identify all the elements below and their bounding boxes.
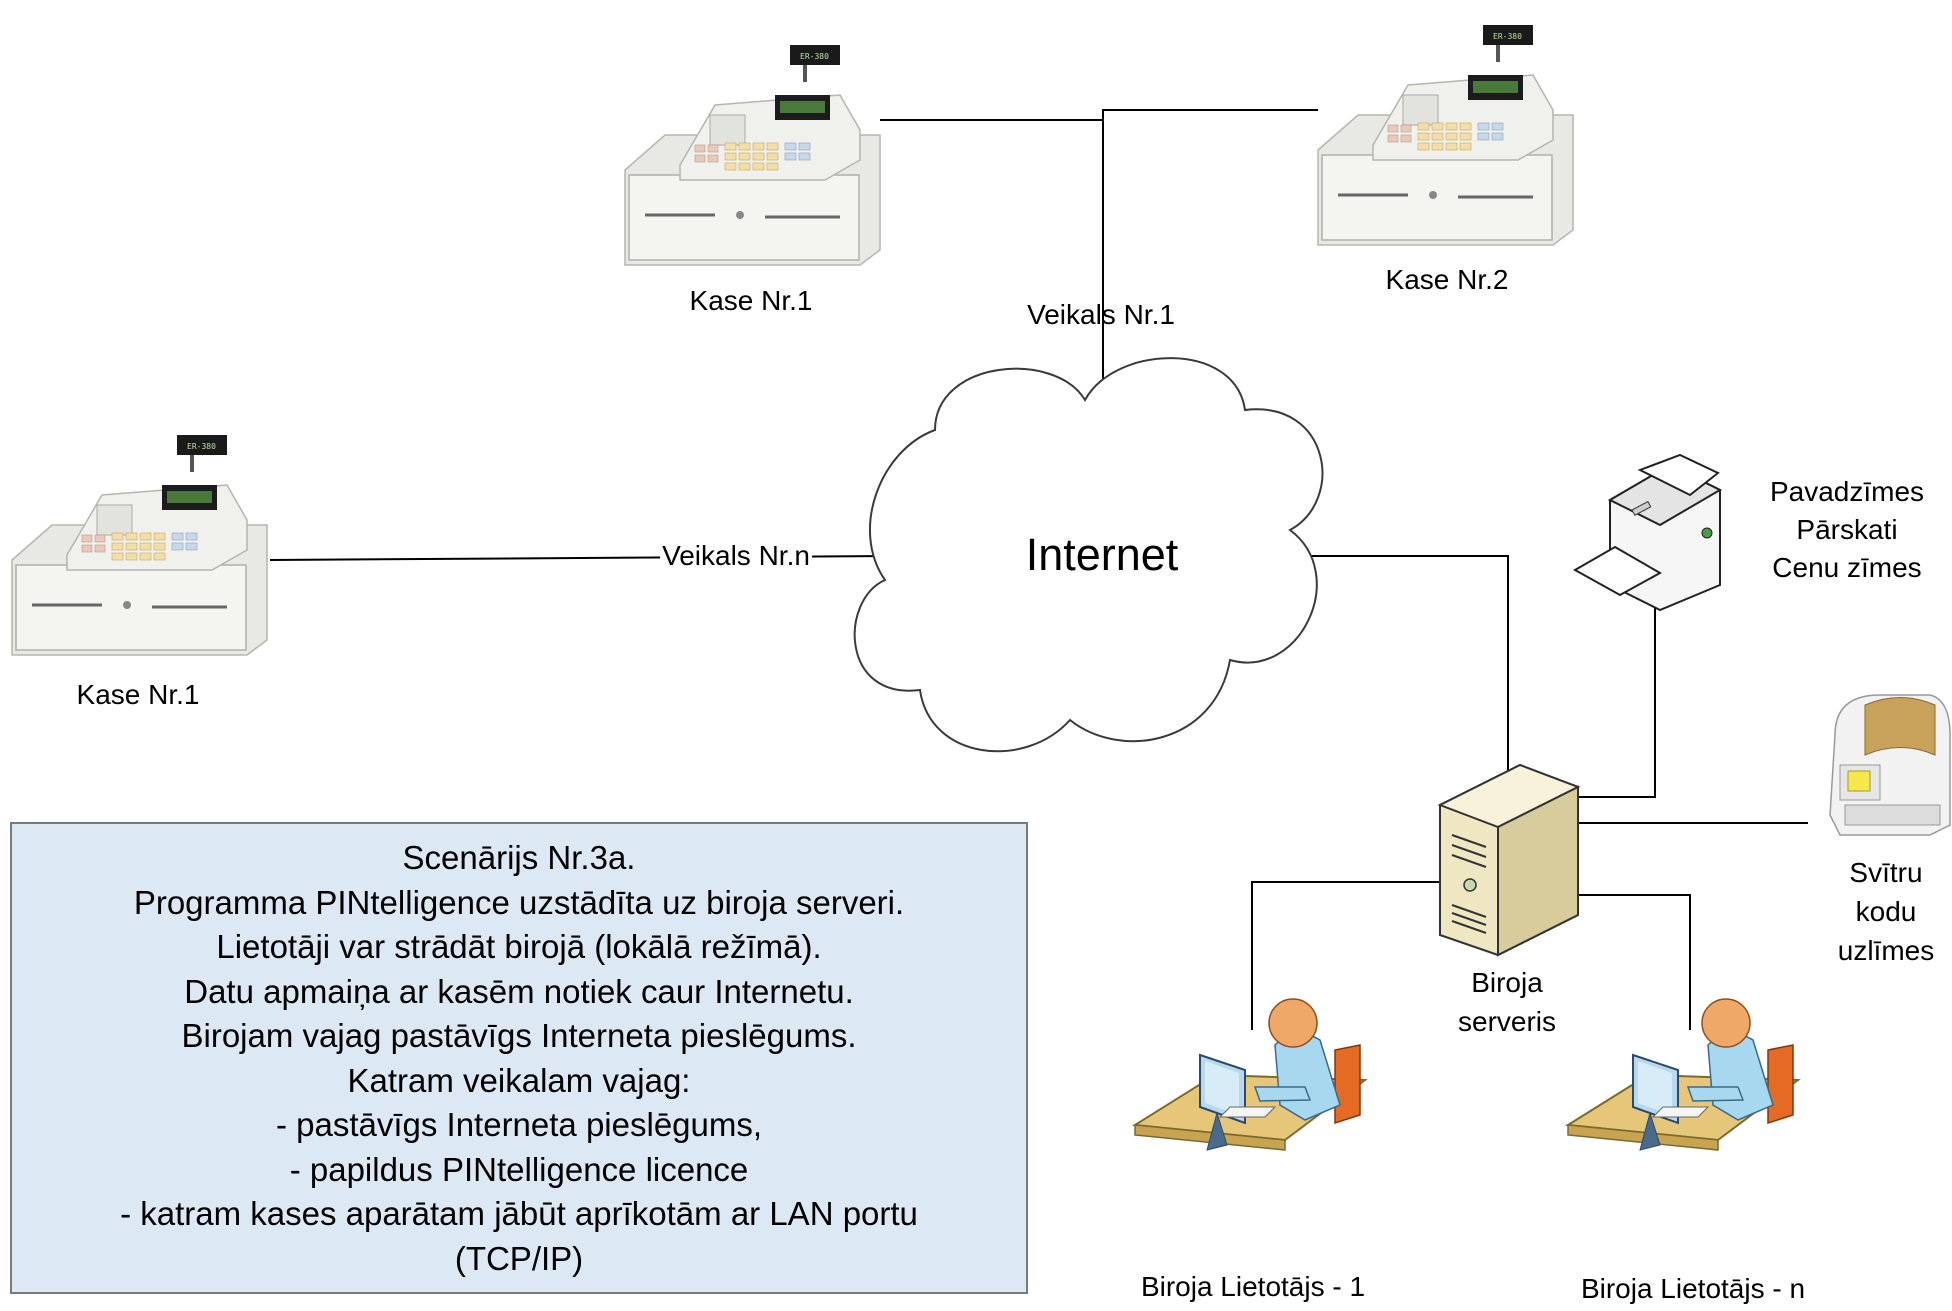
label-register-top-left: Kase Nr.1 [689,285,813,316]
scenario-line: Katram veikalam vajag: [347,1061,691,1099]
label-store-1: Veikals Nr.1 [1027,299,1175,330]
scenario-line: Lietotāji var strādāt birojā (lokālā rež… [216,928,822,965]
scenario-line: Birojam vajag pastāvīgs Interneta pieslē… [181,1017,857,1054]
printer-icon [1572,453,1723,612]
label-office-server: Biroja serveris [1458,963,1556,1041]
printer-output-line: Pavadzīmes [1769,476,1925,507]
cash-register-icon [623,43,882,267]
server-icon [1437,763,1581,957]
scenario-title: Scenārijs Nr.3a. [402,839,636,876]
scenario-line: - katram kases aparātam jābūt aprīkotām … [120,1195,918,1232]
server-line: serveris [1457,1006,1557,1037]
link-register1-register2 [880,109,1318,121]
barcode-line: kodu [1855,896,1917,927]
label-barcode-stickers: Svītru kodu uzlīmes [1838,853,1934,970]
office-user-icon [1134,998,1366,1151]
printer-output-line: Cenu zīmes [1772,552,1922,583]
internet-cloud [853,357,1324,753]
office-user-icon [1567,998,1799,1151]
barcode-line: uzlīmes [1837,935,1935,966]
scenario-line: - pastāvīgs Interneta pieslēgums, [275,1106,763,1143]
scenario-line: - papildus PINtelligence licence [289,1150,749,1188]
label-office-user-n: Biroja Lietotājs - n [1580,1273,1806,1304]
label-register-left: Kase Nr.1 [76,679,200,710]
label-printer-icon [1829,694,1951,836]
label-printer-outputs: Pavadzīmes Pārskati Cenu zīmes [1770,473,1924,587]
label-register-top-right: Kase Nr.2 [1385,264,1509,295]
connection-lines [269,109,1808,1030]
server-line: Biroja [1471,967,1543,998]
link-server-printer [1578,597,1656,798]
scenario-line: (TCP/IP) [454,1239,584,1277]
barcode-line: Svītru [1849,857,1923,888]
label-internet: Internet [1025,529,1179,580]
printer-output-line: Pārskati [1796,514,1898,545]
link-server-usern [1578,894,1691,1030]
label-office-user-1: Biroja Lietotājs - 1 [1140,1271,1366,1302]
scenario-line: Datu apmaiņa ar kasēm notiek caur Intern… [184,972,854,1010]
cash-register-icon [10,433,269,657]
link-internet-server [1300,555,1509,772]
cash-register-icon [1316,23,1575,247]
scenario-description-box: Scenārijs Nr.3a. Programma PINtelligence… [10,822,1028,1294]
scenario-line: Programma PINtelligence uzstādīta uz bir… [133,883,905,921]
link-server-user1 [1251,881,1442,1030]
label-store-n: Veikals Nr.n [660,539,812,573]
